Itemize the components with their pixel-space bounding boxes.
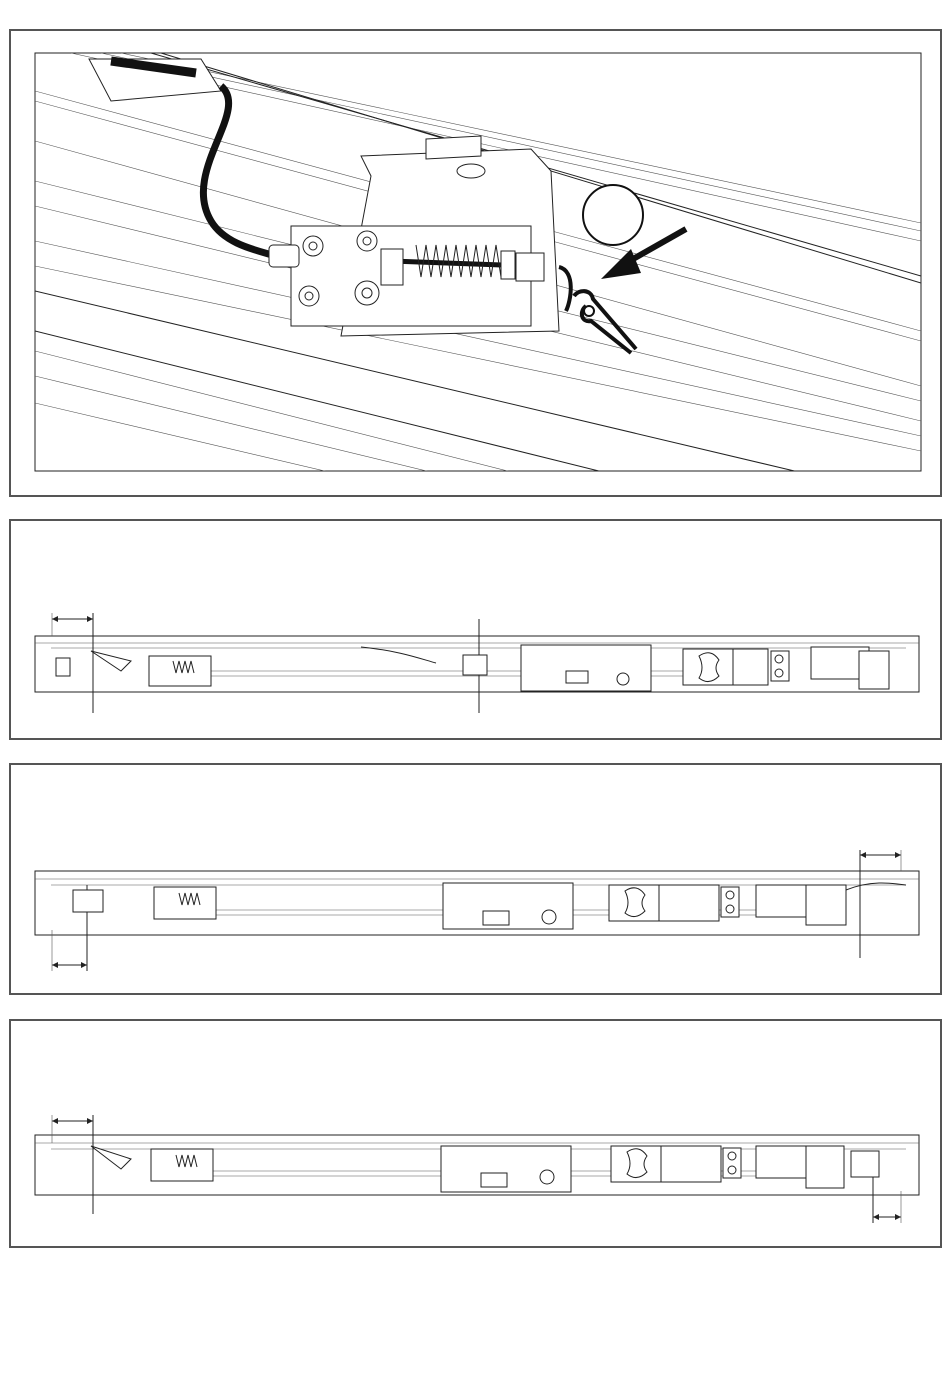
end-stop bbox=[56, 658, 70, 676]
rail-illustration-1 bbox=[11, 521, 940, 738]
rail-illustration-2 bbox=[11, 765, 940, 993]
cable bbox=[203, 86, 279, 257]
dimension-right bbox=[873, 1171, 901, 1223]
lock-unit bbox=[151, 1149, 213, 1181]
rail-panel-3 bbox=[9, 1019, 942, 1248]
cable-nut bbox=[269, 245, 299, 267]
callout-circle bbox=[583, 185, 643, 245]
lock-unit bbox=[149, 656, 211, 686]
carriage-clip bbox=[73, 890, 103, 912]
cable bbox=[846, 883, 906, 890]
dimension-left bbox=[52, 1115, 93, 1214]
cut-cable-end bbox=[559, 267, 571, 311]
detail-illustration bbox=[11, 31, 940, 495]
terminal-block bbox=[859, 651, 889, 689]
controller-unit bbox=[521, 645, 651, 691]
rail-illustration-3 bbox=[11, 1021, 940, 1246]
terminal-block bbox=[806, 885, 846, 925]
hex-nut bbox=[516, 253, 544, 281]
terminal-block bbox=[806, 1146, 844, 1188]
rail-panel-1 bbox=[9, 519, 942, 740]
battery-pack bbox=[756, 1146, 814, 1178]
lock-body bbox=[291, 226, 531, 326]
pliers-icon bbox=[574, 291, 636, 353]
lever bbox=[91, 1146, 131, 1169]
dimension-right bbox=[860, 850, 901, 958]
battery-pack bbox=[756, 885, 814, 917]
lock-unit bbox=[154, 887, 216, 919]
detail-panel bbox=[9, 29, 942, 497]
cable bbox=[361, 647, 436, 663]
lever bbox=[91, 651, 131, 671]
carriage-clip bbox=[851, 1151, 879, 1177]
rail-panel-2 bbox=[9, 763, 942, 995]
carriage-clip bbox=[463, 655, 487, 675]
